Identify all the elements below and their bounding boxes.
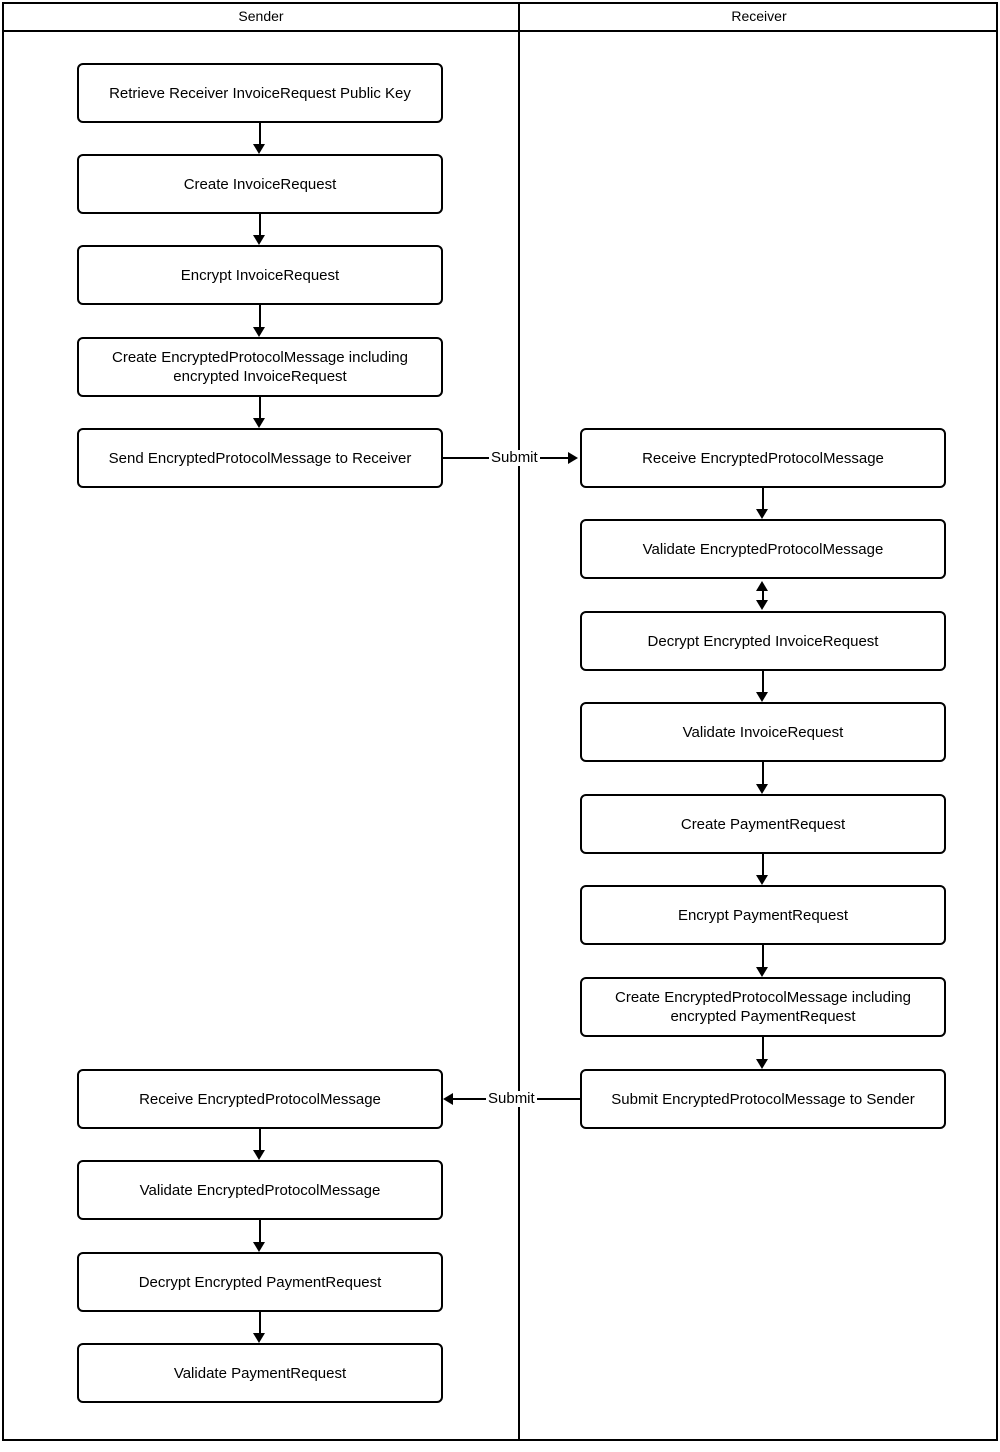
edge-r1-r2-arrowhead — [756, 509, 768, 519]
node-send-encryptedprotocolmessage-to-receiver[interactable]: Send EncryptedProtocolMessage to Receive… — [77, 428, 443, 488]
node-label: Decrypt Encrypted PaymentRequest — [138, 1273, 382, 1291]
edge-s8-s9-arrowhead — [253, 1333, 265, 1343]
node-label: Create EncryptedProtocolMessage includin… — [615, 989, 911, 1025]
node-validate-encryptedprotocolmessage-sender[interactable]: Validate EncryptedProtocolMessage — [77, 1160, 443, 1220]
edge-s7-s8-line — [259, 1220, 261, 1242]
node-validate-invoicerequest[interactable]: Validate InvoiceRequest — [580, 702, 946, 762]
node-retrieve-receiver-invoicerequest-public-key[interactable]: Retrieve Receiver InvoiceRequest Public … — [77, 63, 443, 123]
edge-s7-s8-arrowhead — [253, 1242, 265, 1252]
node-label: Encrypt InvoiceRequest — [180, 266, 340, 284]
edge-s4-s5-arrowhead — [253, 418, 265, 428]
node-label: Retrieve Receiver InvoiceRequest Public … — [109, 84, 411, 102]
node-label: Create InvoiceRequest — [183, 175, 337, 193]
edge-r4-r5-arrowhead — [756, 784, 768, 794]
edge-s1-s2-line — [259, 123, 261, 144]
node-label: Create EncryptedProtocolMessage includin… — [112, 349, 408, 385]
node-decrypt-encrypted-invoicerequest[interactable]: Decrypt Encrypted InvoiceRequest — [580, 611, 946, 671]
node-validate-paymentrequest[interactable]: Validate PaymentRequest — [77, 1343, 443, 1403]
edge-r3-r4-arrowhead — [756, 692, 768, 702]
edge-s1-s2-arrowhead — [253, 144, 265, 154]
node-label: Encrypt PaymentRequest — [677, 906, 849, 924]
node-validate-encryptedprotocolmessage-receiver[interactable]: Validate EncryptedProtocolMessage — [580, 519, 946, 579]
edge-s6-s7-line — [259, 1129, 261, 1150]
edge-s5-r1-arrowhead — [568, 452, 578, 464]
edge-r2-r3-arrowhead-up — [756, 581, 768, 591]
node-create-paymentrequest[interactable]: Create PaymentRequest — [580, 794, 946, 854]
node-receive-encryptedprotocolmessage-sender[interactable]: Receive EncryptedProtocolMessage — [77, 1069, 443, 1129]
edge-s4-s5-line — [259, 397, 261, 418]
node-receive-encryptedprotocolmessage-receiver[interactable]: Receive EncryptedProtocolMessage — [580, 428, 946, 488]
edge-s3-s4-line — [259, 305, 261, 327]
node-label: Validate EncryptedProtocolMessage — [642, 540, 884, 558]
node-label: Receive EncryptedProtocolMessage — [642, 449, 884, 467]
node-encrypt-invoicerequest[interactable]: Encrypt InvoiceRequest — [77, 245, 443, 305]
node-create-encryptedprotocolmessage-paymentrequest[interactable]: Create EncryptedProtocolMessage includin… — [580, 977, 946, 1037]
edge-s2-s3-arrowhead — [253, 235, 265, 245]
node-decrypt-encrypted-paymentrequest[interactable]: Decrypt Encrypted PaymentRequest — [77, 1252, 443, 1312]
node-create-encryptedprotocolmessage-invoicerequest[interactable]: Create EncryptedProtocolMessage includin… — [77, 337, 443, 397]
edge-s2-s3-line — [259, 214, 261, 235]
node-submit-encryptedprotocolmessage-to-sender[interactable]: Submit EncryptedProtocolMessage to Sende… — [580, 1069, 946, 1129]
node-label: Submit EncryptedProtocolMessage to Sende… — [611, 1090, 915, 1108]
edge-label-submit-to-sender: Submit — [486, 1090, 537, 1107]
node-label: Send EncryptedProtocolMessage to Receive… — [108, 449, 412, 467]
edge-r5-r6-arrowhead — [756, 875, 768, 885]
edge-r2-r3-line — [762, 588, 764, 600]
edge-r1-r2-line — [762, 488, 764, 509]
edge-r5-r6-line — [762, 854, 764, 875]
edge-r6-r7-arrowhead — [756, 967, 768, 977]
edge-label-submit-to-receiver: Submit — [489, 449, 540, 466]
lane-header-receiver: Receiver — [731, 8, 787, 24]
node-label: Create PaymentRequest — [680, 815, 846, 833]
lane-header-rule — [2, 30, 998, 32]
edge-r2-r3-arrowhead-down — [756, 600, 768, 610]
edge-s6-s7-arrowhead — [253, 1150, 265, 1160]
edge-r4-r5-line — [762, 762, 764, 784]
node-create-invoicerequest[interactable]: Create InvoiceRequest — [77, 154, 443, 214]
node-label: Receive EncryptedProtocolMessage — [139, 1090, 381, 1108]
edge-r6-r7-line — [762, 945, 764, 967]
node-label: Validate EncryptedProtocolMessage — [139, 1181, 381, 1199]
lane-header-sender: Sender — [238, 8, 284, 24]
lane-divider — [518, 2, 520, 1441]
edge-r3-r4-line — [762, 671, 764, 692]
edge-r7-r8-line — [762, 1037, 764, 1059]
node-label: Validate InvoiceRequest — [682, 723, 844, 741]
edge-r7-r8-arrowhead — [756, 1059, 768, 1069]
node-label: Decrypt Encrypted InvoiceRequest — [647, 632, 879, 650]
edge-r8-s6-arrowhead — [443, 1093, 453, 1105]
edge-s8-s9-line — [259, 1312, 261, 1333]
node-label: Validate PaymentRequest — [173, 1364, 347, 1382]
edge-s3-s4-arrowhead — [253, 327, 265, 337]
node-encrypt-paymentrequest[interactable]: Encrypt PaymentRequest — [580, 885, 946, 945]
